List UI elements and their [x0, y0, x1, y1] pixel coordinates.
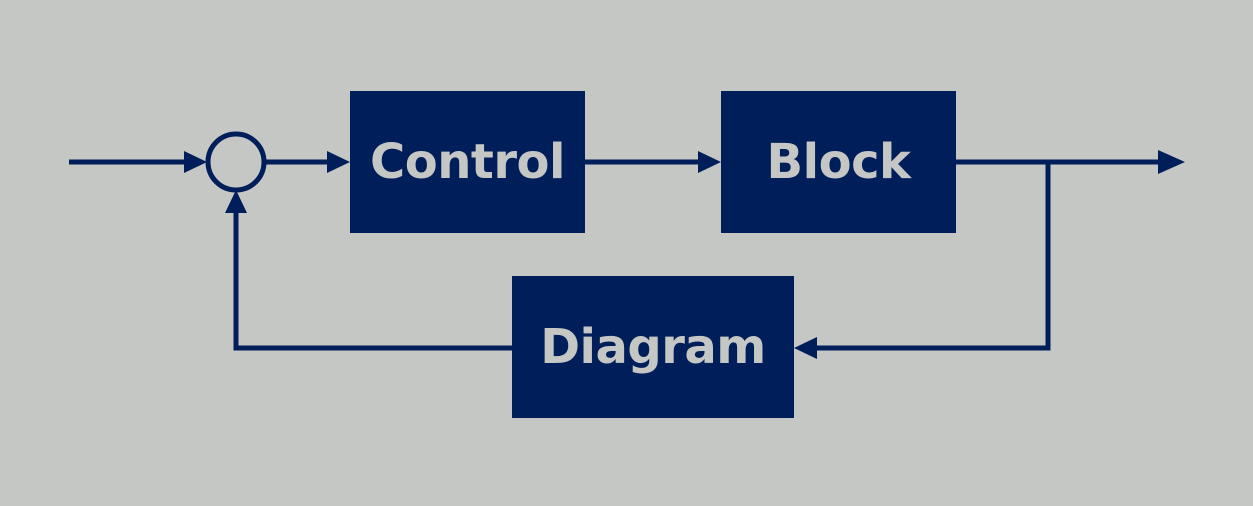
feedback-return-wire	[233, 208, 512, 351]
feedback-block: Diagram	[512, 276, 794, 418]
plant-block: Block	[721, 91, 956, 233]
feedback-block-label: Diagram	[540, 319, 766, 375]
input-arrowhead	[184, 151, 207, 173]
output-arrowhead	[1158, 150, 1185, 174]
plant-block-label: Block	[766, 134, 911, 190]
control-input-arrowhead	[327, 151, 350, 173]
block-input-arrowhead	[698, 151, 721, 173]
feedback-branch-wire	[812, 162, 1051, 351]
control-block: Control	[350, 91, 585, 233]
feedback-input-arrowhead	[794, 337, 817, 359]
junction-feedback-arrowhead	[225, 190, 247, 213]
control-block-label: Control	[370, 134, 565, 190]
summing-junction	[205, 131, 267, 193]
